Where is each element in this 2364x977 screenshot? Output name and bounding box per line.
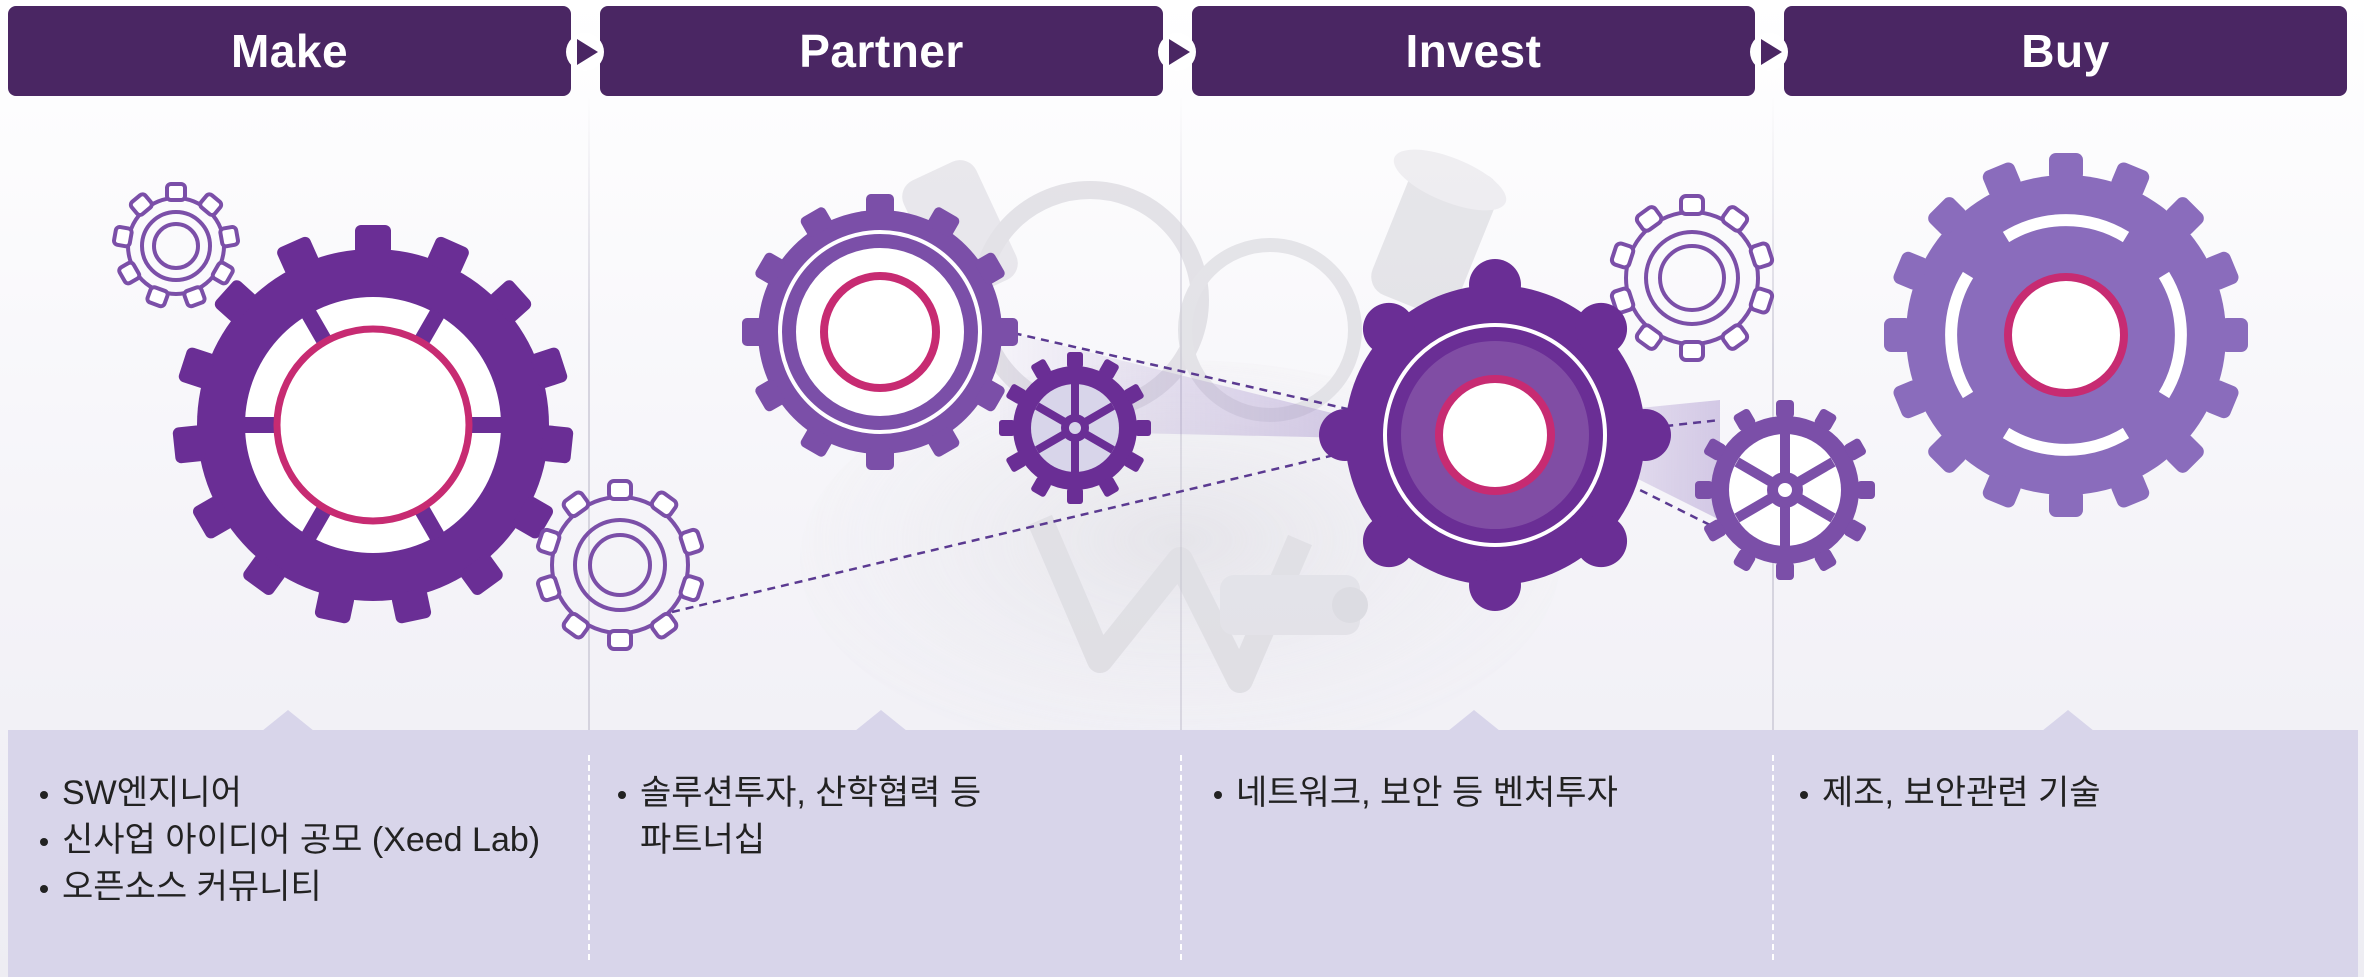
gear-icon xyxy=(172,225,574,624)
panel-pointer xyxy=(2042,710,2094,731)
panel-separator xyxy=(1772,755,1774,960)
make-description: SW엔지니어 신사업 아이디어 공모 (Xeed Lab) 오픈소스 커뮤니티 xyxy=(38,770,540,911)
panel-separator xyxy=(1180,755,1182,960)
stage-header-buy: Buy xyxy=(1784,6,2347,96)
list-item: 솔루션투자, 산학협력 등 파트너십 xyxy=(616,770,981,864)
stage-header-invest: Invest xyxy=(1192,6,1755,96)
panel-separator xyxy=(588,755,590,960)
list-item: 네트워크, 보안 등 벤처투자 xyxy=(1212,770,1618,817)
list-item: 오픈소스 커뮤니티 xyxy=(38,864,540,911)
arrow-right-icon xyxy=(1750,33,1788,71)
outline-gear-icon xyxy=(536,479,704,651)
stage-header-make: Make xyxy=(8,6,571,96)
gear-icon xyxy=(742,194,1018,470)
panel-pointer xyxy=(1448,710,1500,731)
stage-header-partner: Partner xyxy=(600,6,1163,96)
description-panel xyxy=(8,730,2358,977)
list-item: 신사업 아이디어 공모 (Xeed Lab) xyxy=(38,817,540,864)
outline-gear-icon xyxy=(112,182,240,309)
list-item: 제조, 보안관련 기술 xyxy=(1798,770,2101,817)
outline-gear-icon xyxy=(1609,194,1775,362)
partner-description: 솔루션투자, 산학협력 등 파트너십 xyxy=(616,770,981,864)
list-item: SW엔지니어 xyxy=(38,770,540,817)
panel-pointer xyxy=(855,710,907,731)
arrow-right-icon xyxy=(1158,33,1196,71)
connector-line xyxy=(999,328,1441,432)
buy-description: 제조, 보안관련 기술 xyxy=(1798,770,2101,817)
connector-line xyxy=(671,428,1441,614)
invest-description: 네트워크, 보안 등 벤처투자 xyxy=(1212,770,1618,817)
column-divider-1 xyxy=(588,96,590,956)
arrow-right-icon xyxy=(566,33,604,71)
spoked-wheel-icon xyxy=(1695,400,1875,580)
panel-pointer xyxy=(262,710,314,731)
spoked-wheel-icon xyxy=(999,352,1151,504)
gear-icon xyxy=(1884,153,2248,517)
gear-icon xyxy=(1319,259,1671,611)
